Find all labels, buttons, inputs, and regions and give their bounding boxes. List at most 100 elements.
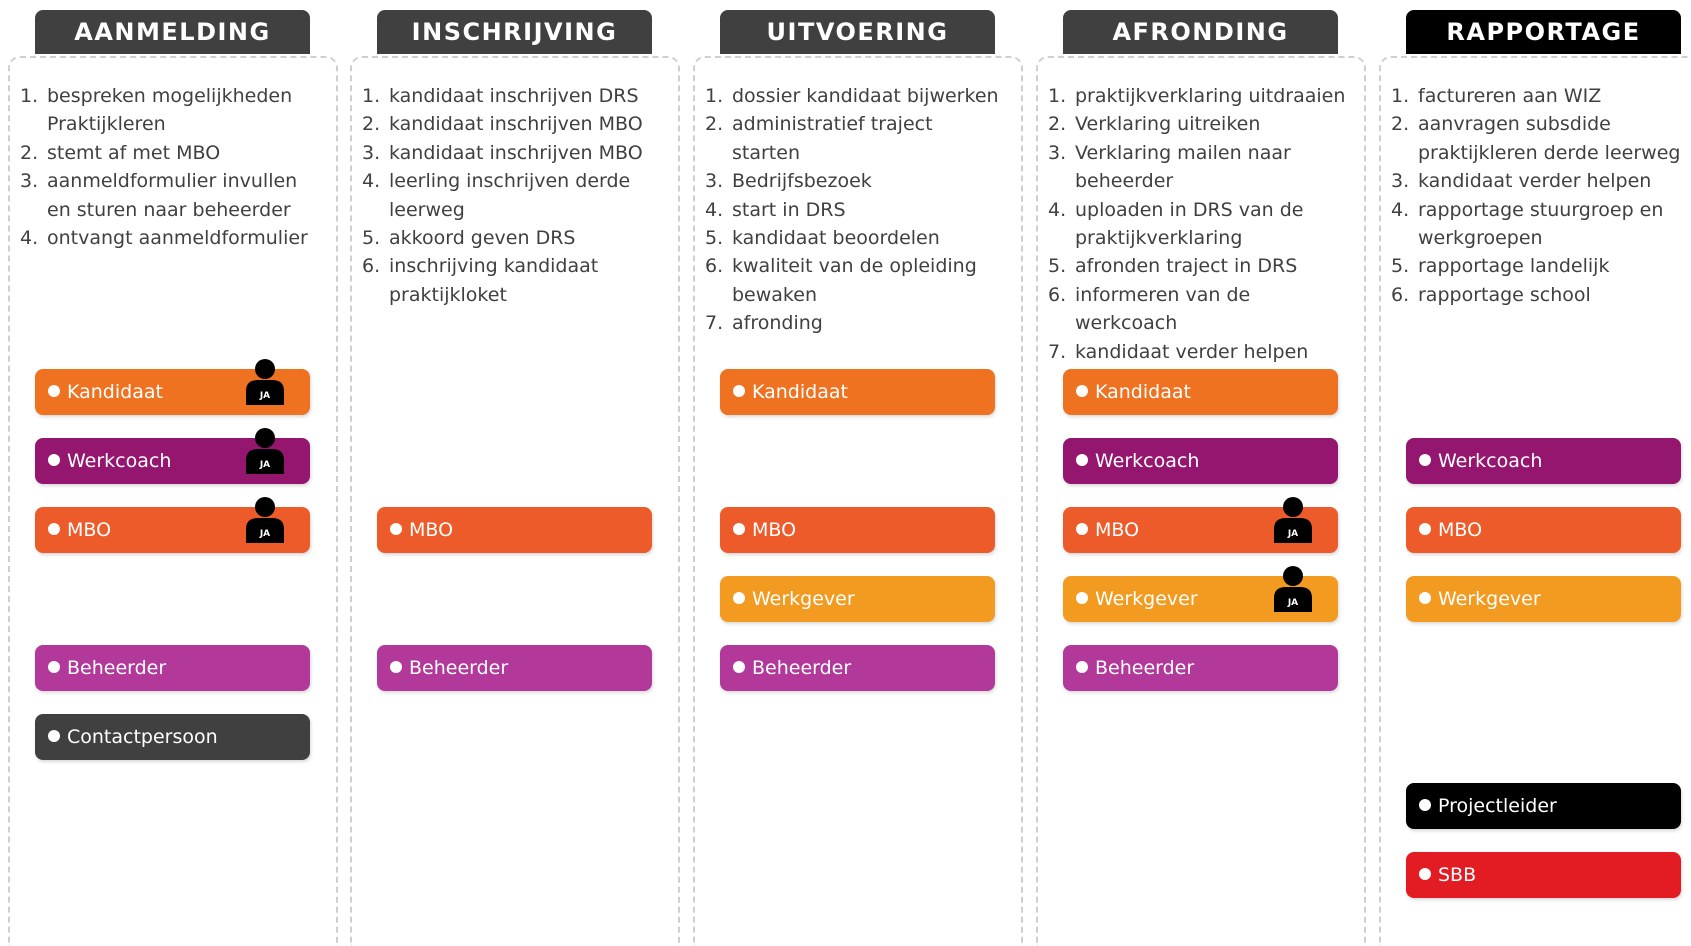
bullet-dot (1419, 453, 1431, 466)
step-text: kandidaat beoordelen (732, 227, 940, 250)
phase-dashed-frame (693, 56, 1023, 946)
step-text: bewaken (732, 283, 817, 306)
role-label: Beheerder (1095, 657, 1195, 679)
step-text: afronden traject in DRS (1075, 255, 1298, 278)
role-label: Beheerder (409, 657, 509, 679)
step-number: 1. (362, 85, 381, 107)
step-item: 3. Bedrijfsbezoek (705, 167, 1023, 195)
role-pill-kandidaat: Kandidaat (1063, 369, 1338, 415)
bullet-dot (733, 384, 745, 397)
role-label: Kandidaat (752, 381, 848, 403)
role-pill-beheerder: Beheerder (720, 645, 995, 691)
step-text: kwaliteit van de opleiding (732, 255, 977, 278)
step-item: 3.kandidaat inschrijven MBO (362, 139, 680, 167)
step-text: informeren van de (1075, 283, 1251, 306)
step-item: 1.factureren aan WIZ (1391, 82, 1691, 110)
step-item: 5.afronden traject in DRS (1048, 252, 1366, 280)
role-pill-werkgever: Werkgever JA (1063, 566, 1338, 622)
bullet-dot (1076, 522, 1088, 535)
step-text: Verklaring mailen naar (1075, 141, 1291, 164)
person-body (246, 518, 284, 543)
role-pill-mbo: MBO JA (35, 497, 310, 553)
step-text: aanmeldformulier invullen (47, 170, 298, 193)
step-number: 5. (362, 227, 381, 250)
role-pill-beheerder: Beheerder (35, 645, 310, 691)
bullet-dot (48, 729, 60, 742)
role-label: Contactpersoon (67, 726, 218, 748)
person-head (1283, 497, 1303, 517)
step-text: start in DRS (732, 198, 846, 221)
role-pill-kandidaat: Kandidaat (720, 369, 995, 415)
phase-header: AFRONDING (1063, 10, 1338, 54)
step-number: 6. (1048, 283, 1067, 306)
person-head (255, 359, 275, 379)
phase-dashed-frame (1379, 56, 1691, 946)
step-number: 1. (1048, 85, 1067, 107)
step-text: kandidaat inschrijven MBO (389, 141, 643, 164)
step-text: kandidaat inschrijven DRS (389, 85, 639, 107)
step-item: 2.Verklaring uitreiken (1048, 110, 1366, 138)
bullet-dot (48, 522, 60, 535)
bullet-dot (1076, 453, 1088, 466)
role-label: Werkgever (1095, 588, 1198, 610)
bullet-dot (733, 660, 745, 673)
phase-header: UITVOERING (720, 10, 995, 54)
step-number: 3. (1048, 141, 1067, 164)
role-label: Werkgever (752, 588, 855, 610)
ja-label: JA (1287, 598, 1298, 608)
step-text: dossier kandidaat bijwerken (732, 85, 999, 107)
role-label: MBO (67, 519, 112, 541)
step-number: 3. (1391, 170, 1410, 193)
ja-person-icon: JA (1274, 566, 1312, 612)
step-number: 6. (362, 255, 381, 278)
step-number: 2. (1048, 113, 1067, 136)
bullet-dot (1076, 384, 1088, 397)
bullet-dot (733, 522, 745, 535)
step-number: 3. (705, 170, 724, 193)
step-text: stemt af met MBO (47, 141, 221, 164)
phase-dashed-frame (8, 56, 338, 946)
ja-person-icon: JA (246, 359, 284, 405)
ja-label: JA (259, 460, 270, 470)
step-item: 1. praktijkverklaring uitdraaien (1048, 82, 1366, 110)
step-text: Bedrijfsbezoek (732, 170, 872, 193)
step-text: kandidaat verder helpen (1075, 340, 1309, 363)
ja-person-icon: JA (1274, 497, 1312, 543)
step-item: 7.kandidaat verder helpen (1048, 338, 1366, 366)
step-text: leerweg (389, 198, 465, 221)
role-label: Beheerder (67, 657, 167, 679)
step-item: 5.kandidaat beoordelen (705, 224, 1023, 252)
bullet-dot (390, 522, 402, 535)
step-item: 2.stemt af met MBO (20, 139, 338, 167)
step-text: administratief traject (732, 113, 933, 136)
step-text: rapportage school (1418, 283, 1591, 306)
step-item: 6. kwaliteit van de opleiding bewaken (705, 252, 1023, 309)
phase-dashed-frame (350, 56, 680, 946)
step-text: werkcoach (1075, 312, 1178, 335)
step-text: uploaden in DRS van de (1075, 198, 1304, 221)
step-number: 7. (705, 312, 724, 335)
step-item: 4.start in DRS (705, 196, 1023, 224)
role-label: Kandidaat (1095, 381, 1191, 403)
step-item: 1.dossier kandidaat bijwerken (705, 82, 1023, 110)
step-item: 4.ontvangt aanmeldformulier (20, 224, 338, 252)
step-text: praktijkverklaring uitdraaien (1075, 85, 1346, 107)
bullet-dot (1419, 591, 1431, 604)
ja-label: JA (259, 529, 270, 539)
phase-header: RAPPORTAGE (1406, 10, 1681, 54)
step-text: leerling inschrijven derde (389, 170, 631, 193)
step-item: 3.kandidaat verder helpen (1391, 167, 1691, 195)
step-number: 6. (705, 255, 724, 278)
bullet-dot (1419, 522, 1431, 535)
role-label: SBB (1438, 864, 1477, 886)
step-number: 6. (1391, 283, 1410, 306)
role-pill-mbo: MBO (720, 507, 995, 553)
